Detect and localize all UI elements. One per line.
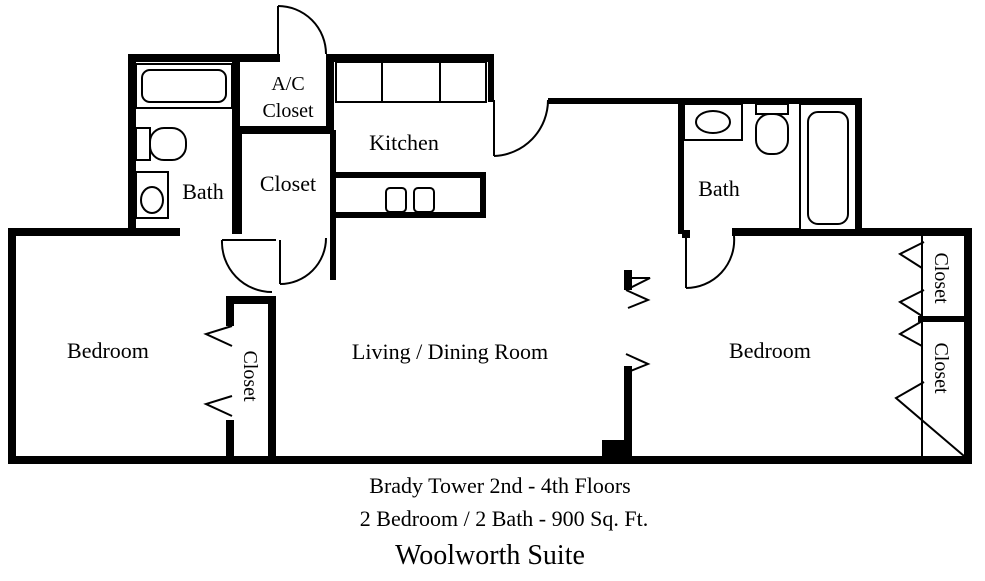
- toilet-left: [135, 127, 151, 161]
- stove-burner: [385, 187, 407, 213]
- caption-line1: Brady Tower 2nd - 4th Floors: [369, 473, 630, 498]
- kitchen-cabinets: [335, 61, 487, 103]
- ac-closet-label-line1: A/C: [271, 73, 304, 95]
- bath-left-label: Bath: [182, 179, 224, 204]
- bath-right-label: Bath: [698, 176, 740, 201]
- living-room-label: Living / Dining Room: [352, 339, 548, 364]
- doors: [203, 5, 965, 457]
- caption: Brady Tower 2nd - 4th Floors 2 Bedroom /…: [360, 473, 648, 571]
- caption-line2: 2 Bedroom / 2 Bath - 900 Sq. Ft.: [360, 506, 648, 531]
- suite-title: Woolworth Suite: [395, 540, 585, 571]
- closet-left-label: Closet: [239, 350, 261, 402]
- toilet-right: [755, 103, 789, 115]
- closet-center-label: Closet: [260, 171, 316, 196]
- bedroom-right-label: Bedroom: [729, 338, 811, 363]
- closet-right-top-label: Closet: [930, 252, 952, 304]
- room-labels: A/C Closet Kitchen Closet Bath Bath Bedr…: [67, 73, 952, 402]
- bedroom-left-label: Bedroom: [67, 338, 149, 363]
- fixtures: [135, 61, 857, 231]
- walls: [8, 54, 972, 464]
- closet-right-bottom-label: Closet: [930, 342, 952, 394]
- kitchen-label: Kitchen: [369, 130, 439, 155]
- ac-closet-label-line2: Closet: [262, 100, 314, 122]
